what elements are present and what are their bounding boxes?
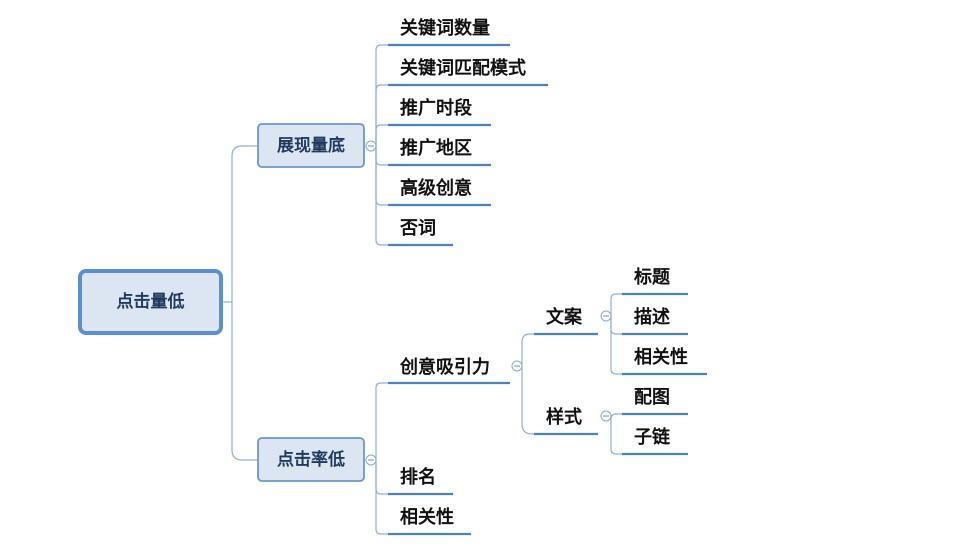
leaf-relevance[interactable]: 相关性 — [388, 506, 471, 536]
minus-circle-icon[interactable] — [365, 140, 377, 152]
leaf-label: 推广时段 — [400, 97, 473, 119]
node-label: 文案 — [546, 306, 583, 328]
leaf-label: 标题 — [633, 266, 671, 288]
branch2-connectors — [375, 382, 388, 535]
branch-label-impressions: 展现量底 — [277, 135, 345, 156]
leaf-keyword-match-mode[interactable]: 关键词匹配模式 — [388, 57, 548, 87]
node-style[interactable]: 样式 — [534, 406, 598, 436]
root-node[interactable]: 点击量低 — [78, 269, 223, 335]
leaf-label: 排名 — [400, 466, 436, 488]
branch-node-impressions[interactable]: 展现量底 — [257, 123, 365, 168]
minus-circle-icon[interactable] — [365, 454, 377, 466]
root-node-label: 点击量低 — [117, 291, 185, 312]
leaf-image[interactable]: 配图 — [622, 387, 688, 416]
node-creative-appeal[interactable]: 创意吸引力 — [388, 356, 510, 385]
branch-label-ctr: 点击率低 — [277, 449, 345, 470]
leaf-keyword-count[interactable]: 关键词数量 — [388, 17, 510, 47]
minus-circle-icon[interactable] — [600, 410, 612, 422]
creative-connectors — [521, 333, 534, 435]
branch-node-ctr[interactable]: 点击率低 — [257, 437, 365, 482]
leaf-title[interactable]: 标题 — [622, 266, 688, 296]
minus-circle-icon[interactable] — [600, 310, 612, 322]
leaf-description[interactable]: 描述 — [622, 306, 688, 336]
root-connectors — [222, 145, 258, 461]
leaf-label: 高级创意 — [400, 177, 472, 199]
leaf-ranking[interactable]: 排名 — [388, 466, 453, 496]
copywriting-connectors — [610, 293, 622, 375]
leaf-label: 相关性 — [634, 346, 688, 368]
leaf-advanced-creative[interactable]: 高级创意 — [388, 177, 491, 207]
leaf-label: 描述 — [634, 306, 670, 328]
node-label: 创意吸引力 — [399, 356, 490, 378]
leaf-label: 子链 — [634, 426, 671, 448]
leaf-promo-period[interactable]: 推广时段 — [388, 97, 491, 127]
leaf-relevance-copy[interactable]: 相关性 — [622, 346, 707, 376]
style-connectors — [610, 413, 622, 455]
leaf-label: 相关性 — [400, 506, 454, 528]
minus-circle-icon[interactable] — [511, 360, 523, 372]
leaf-label: 关键词匹配模式 — [400, 57, 526, 79]
leaf-promo-region[interactable]: 推广地区 — [388, 137, 491, 167]
leaf-negative-keywords[interactable]: 否词 — [388, 218, 453, 247]
leaf-sublinks[interactable]: 子链 — [622, 426, 688, 456]
leaf-label: 否词 — [399, 218, 436, 239]
leaf-label: 推广地区 — [400, 137, 472, 159]
node-label: 样式 — [546, 406, 582, 428]
node-copywriting[interactable]: 文案 — [534, 306, 598, 336]
leaf-label: 关键词数量 — [400, 17, 490, 39]
leaf-label: 配图 — [634, 387, 670, 408]
branch1-connectors — [375, 44, 388, 246]
